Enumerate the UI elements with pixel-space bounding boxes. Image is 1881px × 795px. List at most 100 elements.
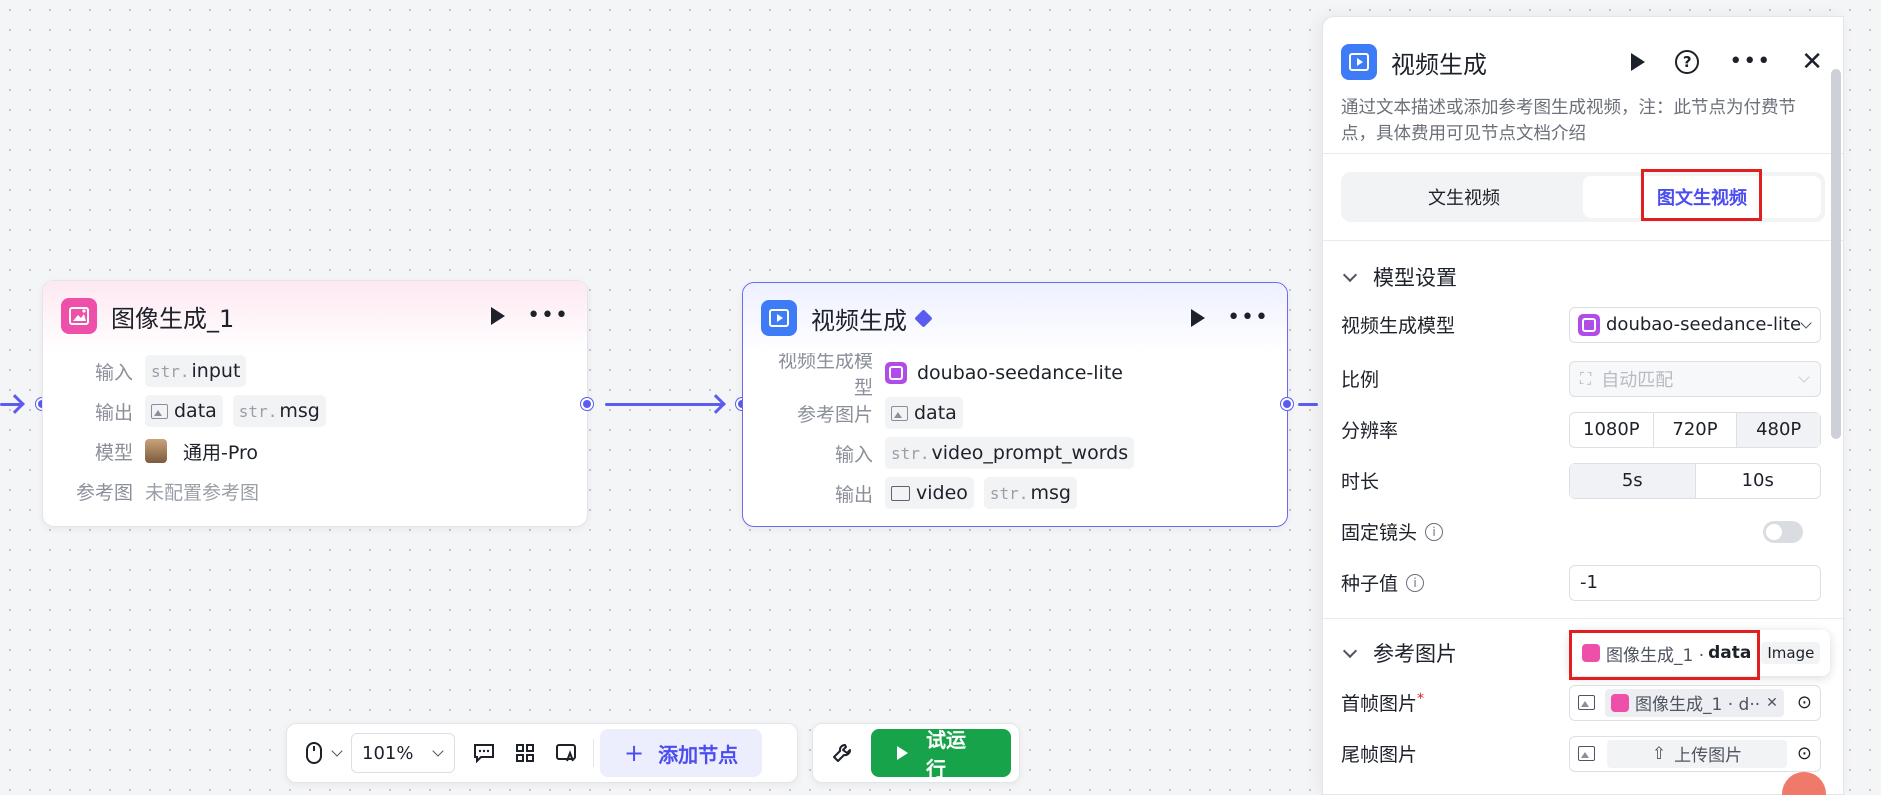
pointer-mode-button[interactable] <box>295 731 351 775</box>
duration-option[interactable]: 10s <box>1741 470 1774 491</box>
node-row-ref: 参考图 未配置参考图 <box>43 471 587 511</box>
resolution-option[interactable]: 1080P <box>1570 412 1654 447</box>
help-icon[interactable]: ? <box>1675 50 1700 74</box>
node-image-generation[interactable]: 图像生成_1 ••• 输入 str.input 输出 data str.msg … <box>42 280 588 527</box>
row-label: 参考图片 <box>796 403 873 426</box>
seed-value: -1 <box>1580 572 1598 593</box>
tab-image-text-to-video[interactable]: 图文生视频 <box>1583 176 1821 218</box>
node-title: 图像生成_1 <box>111 304 235 333</box>
row-label: 参考图 <box>75 481 133 504</box>
tooltip-field: data <box>1708 643 1752 663</box>
model-select[interactable]: doubao-seedance-lite <box>1569 306 1821 343</box>
edge-arrow <box>706 394 726 414</box>
ref-value: 未配置参考图 <box>145 481 260 504</box>
divider <box>1323 153 1843 154</box>
assistant-avatar[interactable] <box>1782 772 1826 795</box>
field-label: 视频生成模型 <box>1341 315 1456 337</box>
seed-input[interactable]: -1 <box>1569 564 1821 601</box>
row-label: 模型 <box>94 441 133 464</box>
zoom-select[interactable]: 101% <box>351 733 455 773</box>
add-node-button[interactable]: + 添加节点 <box>600 729 763 777</box>
divider <box>1323 240 1843 241</box>
node-row-output: 输出 video str.msg <box>743 473 1287 513</box>
reference-chip[interactable]: 图像生成_1 · d·· ✕ <box>1605 688 1784 717</box>
resolution-option[interactable]: 480P <box>1737 412 1821 447</box>
debug-tool-button[interactable] <box>821 731 863 775</box>
layout-button[interactable] <box>505 731 545 775</box>
run-node-play-icon[interactable] <box>491 307 506 325</box>
row-label: 输入 <box>834 443 873 466</box>
node-row-input: 输入 str.video_prompt_words <box>743 433 1287 473</box>
variable-tag: data <box>145 395 223 427</box>
last-frame-input[interactable]: ⇧ 上传图片 ⊙ <box>1569 735 1821 772</box>
minimap-button[interactable] <box>545 731 587 775</box>
node-row-model: 模型 通用-Pro <box>43 431 587 471</box>
upload-image-button[interactable]: ⇧ 上传图片 <box>1607 739 1787 768</box>
panel-header: 视频生成 ? ••• ✕ <box>1323 17 1843 87</box>
node-row-input: 输入 str.input <box>43 351 587 391</box>
variable-picker-icon[interactable]: ⊙ <box>1796 692 1812 713</box>
edge-outgoing <box>1298 403 1318 406</box>
node-row-output: 输出 data str.msg <box>43 391 587 431</box>
node-row-model: 视频生成模型 doubao-seedance-lite <box>743 350 1287 399</box>
section-model-settings[interactable]: 模型设置 <box>1323 247 1843 307</box>
run-label: 试运行 <box>926 728 966 781</box>
more-options-icon[interactable]: ••• <box>1227 305 1269 330</box>
first-frame-input[interactable]: 图像生成_1 · d·· ✕ ⊙ <box>1569 684 1821 721</box>
mouse-icon <box>306 742 322 764</box>
variable-picker-icon[interactable]: ⊙ <box>1796 743 1812 764</box>
grid-layout-icon <box>516 744 534 762</box>
image-icon <box>891 405 908 421</box>
resolution-option[interactable]: 720P <box>1654 412 1738 447</box>
chevron-down-icon <box>331 745 343 757</box>
model-name: 通用-Pro <box>183 441 258 464</box>
highlight-box <box>1641 169 1762 221</box>
wrench-icon <box>833 744 851 762</box>
comment-button[interactable] <box>463 731 505 775</box>
duration-option[interactable]: 5s <box>1570 463 1696 498</box>
image-icon <box>1578 695 1595 710</box>
remove-icon[interactable]: ✕ <box>1766 694 1778 711</box>
node-video-generation[interactable]: 视频生成 ••• 视频生成模型 doubao-seedance-lite 参考图… <box>742 282 1288 527</box>
model-avatar <box>145 439 167 463</box>
run-node-play-icon[interactable] <box>1191 309 1206 327</box>
edge-arrow <box>5 394 25 414</box>
variable-tag: data <box>885 397 963 429</box>
node2-output-port[interactable] <box>1281 398 1293 410</box>
model-badge-icon <box>885 362 907 384</box>
more-options-icon[interactable]: ••• <box>1729 49 1772 74</box>
panel-scrollbar[interactable] <box>1831 69 1841 439</box>
plus-icon: + <box>624 739 645 767</box>
node-header: 图像生成_1 ••• <box>43 281 587 351</box>
test-run-button[interactable]: 试运行 <box>871 728 1011 781</box>
ratio-select: ⛶ 自动匹配 <box>1569 360 1821 397</box>
comment-icon <box>474 744 494 763</box>
info-icon[interactable]: i <box>1425 522 1444 541</box>
section-reference-image[interactable]: 参考图片 <box>1323 623 1843 683</box>
tooltip-source: 图像生成_1 · <box>1606 645 1705 666</box>
section-title: 参考图片 <box>1373 642 1457 666</box>
minimap-icon <box>556 744 576 762</box>
field-model: 视频生成模型 doubao-seedance-lite <box>1323 299 1843 350</box>
tab-text-to-video[interactable]: 文生视频 <box>1428 188 1500 209</box>
more-options-icon[interactable]: ••• <box>527 303 569 328</box>
run-node-play-icon[interactable] <box>1631 53 1646 71</box>
field-resolution: 分辨率 1080P 720P 480P <box>1323 404 1843 455</box>
node1-output-port[interactable] <box>581 398 593 410</box>
panel-title: 视频生成 <box>1391 50 1487 79</box>
field-label: 尾帧图片 <box>1341 744 1418 766</box>
ratio-value: 自动匹配 <box>1601 369 1674 391</box>
fixed-camera-toggle[interactable] <box>1763 520 1803 543</box>
chevron-down-icon <box>1800 316 1812 329</box>
highlight-box <box>1569 630 1760 680</box>
info-icon[interactable]: i <box>1406 573 1425 592</box>
chevron-down-icon <box>1342 643 1358 659</box>
image-icon <box>151 403 168 419</box>
variable-tag: str.msg <box>983 477 1077 509</box>
close-icon[interactable]: ✕ <box>1801 47 1823 77</box>
field-label: 分辨率 <box>1341 420 1399 442</box>
